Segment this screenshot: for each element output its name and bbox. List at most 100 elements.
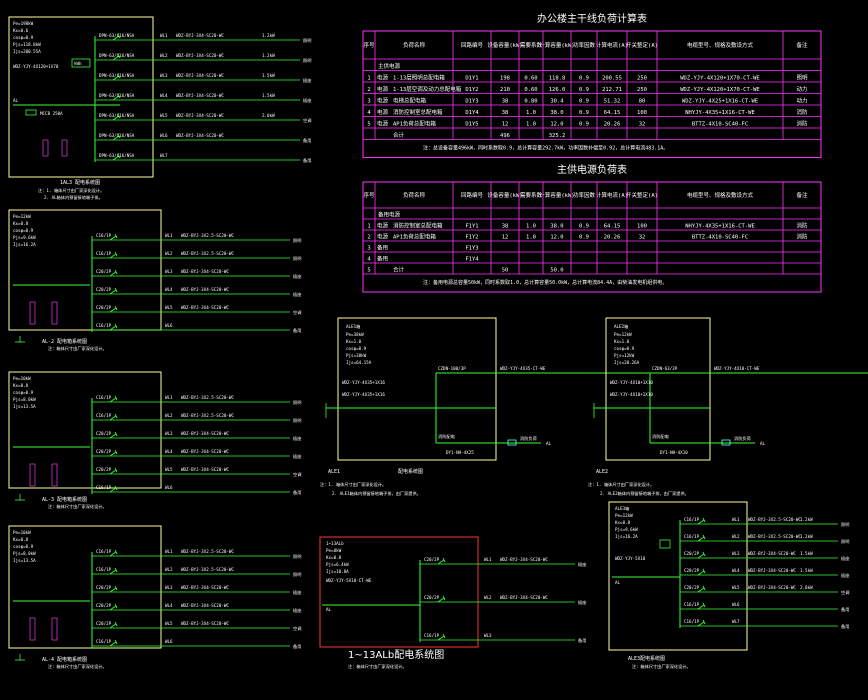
panel-info-line: Pe=198kW [13,21,34,26]
table_a-header-cell: 需要系数 [520,41,543,49]
incoming-cable-label: WDZ-YJY-5X10 [615,556,646,561]
table_a-header-cell: 负荷名称 [403,41,426,49]
table_a-cell: 38 [502,110,509,116]
breaker-contact-icon [697,553,705,559]
panel_ale1-note: 注：1. 箱体尺寸由厂家深化设计。 [320,481,386,488]
table_a-total-cell: 合计 [393,131,405,139]
feeder-load-label: 插座 [841,555,849,562]
feeder-breaker-label: C16/1P [424,633,440,638]
feeder-load-label: 照明 [293,554,301,560]
table_b-header-cell: 计算容量(kW) [539,191,574,199]
incoming-cable-label: WDZ-YJY-4X120+1X70 [13,64,59,69]
feeder-breaker-label: C20/2P [96,449,112,454]
feeder-breaker-label: C20/2P [96,269,112,274]
feeder-breaker-label: DPN-63/C16/NSA [99,93,135,98]
table_b-cell: AP1负荷总配电箱 [393,233,436,241]
panel-info-line: Ijs=64.15A [346,360,372,365]
feeder-cable-label: WDZ-BYJ-3X2.5-SC20-WC [181,567,234,572]
table_b-cell: 64.15 [604,224,621,230]
feeder-circuit-label: WL3 [484,633,492,638]
feeder-circuit-label: WL1 [732,517,740,522]
feeder-cable-label: WDZ-BYJ-3X4-SC20-WC [181,449,229,454]
breaker-cross-icon [114,287,118,293]
feeder-cable-label: WDZ-BYJ-3X4-SC20-WC [176,53,224,58]
panel-info-line: cosφ=0.9 [13,228,34,233]
feeder-power-label: 1.5kW [262,93,275,98]
feeder-breaker-label: C16/1P [96,567,112,572]
breaker-cross-icon [114,467,118,473]
breaker-contact-icon [109,641,117,647]
panel-red-caption: 1~13ALb配电系统图 [348,648,444,661]
feeder-circuit-label: WL6 [165,639,173,644]
feeder-cable-label: WDZ-BYJ-3X4-SC20-WC [176,33,224,38]
panel-info-line: Kx=0.8 [13,221,29,226]
feeder-load-label: 插座 [293,589,301,596]
panel_ale1-note: 2. ALE1箱体内预留接地端子排，由厂家提供。 [332,490,421,497]
feeder-circuit-label: WL1 [165,549,173,554]
breaker-contact-icon [109,253,117,259]
panel_ale2-caption: ALE2 [596,469,608,475]
feeder-breaker-label: C16/1P [96,639,112,644]
table_a-header-cell: 开关整定(A) [626,41,658,49]
panel-br: ALE3箱Pe=12kWKx=0.8Pjs=9.6kWIjs=16.2AWDZ-… [608,501,849,670]
feeder-circuit-label: WL5 [732,585,740,590]
table_a-cell: 20.26 [604,122,621,128]
feeder-circuit-label: WL3 [732,551,740,556]
breaker-cross-icon [114,431,118,437]
feeder-cable-label: WDZ-BYJ-3X4-SC20-WC [181,431,229,436]
feeder-load-label: 空调 [293,309,301,316]
feeder-cable-label: WDZ-BYJ-3X4-SC20-WC [181,269,229,274]
table_b-cell: 合计 [393,266,405,274]
table_b-cell: 5 [367,268,370,274]
table_b-cell: 38 [502,224,509,230]
table_b-cell: 电源 [377,222,389,230]
breaker-cross-icon [114,413,118,419]
table_a-cell: 2 [367,87,370,93]
feeder-breaker-label: DPN-63/C16/NSA [99,53,135,58]
feeder-load-label: 插座 [303,97,311,104]
panel-info-line: ALE3箱 [615,505,629,512]
panel-red-note: 注：箱体尺寸由厂家深化设计。 [348,663,407,670]
table_a-cell: 电源 [377,85,389,93]
feeder-load-label: 插座 [293,435,301,442]
breaker-contact-icon [109,415,117,421]
table_b-header-cell: 电缆型号、规格及敷设方式 [687,191,754,199]
feeder-power-label: 2.0kW [262,113,275,118]
table_b-cell: 3 [367,246,370,252]
lower-cable-label: DY1-NH-4X10 [660,450,688,455]
breaker-cross-icon [114,485,118,491]
table_a-cell: 1 [367,76,370,82]
breaker-cross-icon [114,567,118,573]
feeder-cable-label: WDZ-BYJ-3X4-SC20-WC [181,287,229,292]
table_b-cell: 消防 [796,222,808,230]
feeder-circuit-label: WL5 [165,621,173,626]
feeder-circuit-label: WL2 [732,534,740,539]
table_a-cell: 1-13层照明总配电箱 [393,74,445,82]
breaker-contact-icon [109,307,117,313]
feeder-load-label: 空调 [293,471,301,478]
panel-info-line: Pjs=9.6kW [13,235,36,240]
feeder-breaker-label: DPN-63/C16/NSA [99,33,135,38]
lower-cable-label: DY1-NH-4X25 [446,450,474,455]
panel_ale2-frame [605,317,711,461]
feeder-breaker-label: C20/2P [684,568,700,573]
feeder-breaker-label: C16/1P [96,485,112,490]
breaker-cross-icon [117,113,121,119]
panel-br-caption: ALE3配电系统图 [628,655,665,662]
feeder-breaker-label: C16/1P [96,323,112,328]
table_b-header-cell: 设备容量(kW) [487,191,522,199]
table_a-header-cell: 计算容量(kW) [539,41,574,49]
breaker-cross-icon [702,619,706,625]
breaker-contact-icon [109,433,117,439]
panel-main: Pe=198kWKx=0.6cosφ=0.9Pjs=118.8kWIjs=200… [8,16,311,201]
table_a-cell: WDZ-YJY-4X25+1X16-CT-WE [682,99,758,105]
table_a-cell: D1Y1 [465,76,478,82]
feeder-power-label: 1.2kW [262,53,275,58]
feeder-breaker-label: C20/2P [96,603,112,608]
table_b-header-cell: 备注 [796,191,808,199]
panel-info-line: Pe=10kW [13,530,31,535]
feeder-cable-label: WDZ-BYJ-3X2.5-SC20-WC [181,233,234,238]
breaker-contact-icon [109,587,117,593]
breaker-cross-icon [114,449,118,455]
